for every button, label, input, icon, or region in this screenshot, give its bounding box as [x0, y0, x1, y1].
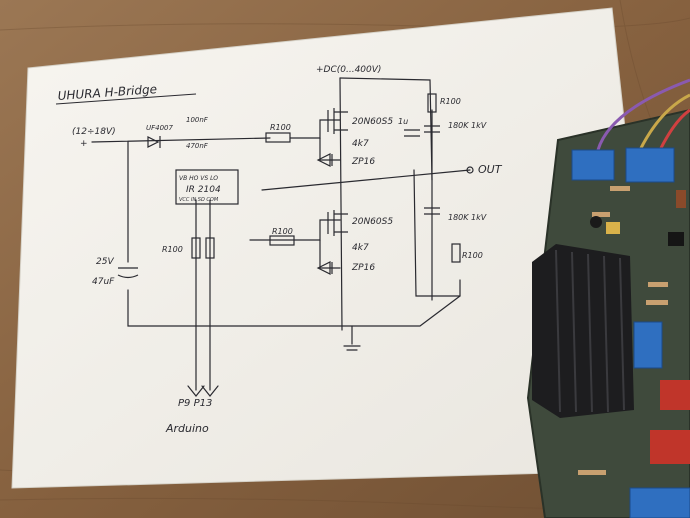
supply-label: +DC(0...400V): [316, 65, 381, 75]
ic-pins-top: VB HO VS LO: [179, 175, 218, 182]
schematic-title: UHURA H-Bridge: [57, 82, 157, 103]
cap-25v-label: 25V: [96, 257, 114, 267]
pcb-components: [578, 186, 690, 475]
mosfet-low: [327, 210, 348, 236]
zener-low-label: ZP16: [351, 263, 375, 273]
mosfet-high-label: 20N60S5: [352, 117, 393, 127]
mosfet-high: [327, 108, 348, 134]
r-in-label: R100: [162, 245, 183, 254]
input-plus-label: +: [80, 139, 88, 149]
input-voltage-label: (12÷18V): [72, 127, 116, 137]
title-underline: [55, 93, 197, 105]
mosfet-low-label: 20N60S5: [352, 217, 393, 227]
cap-boot2-label: 470nF: [186, 142, 209, 150]
terminal-block-top-left: [571, 149, 615, 181]
resistor-input-2: [205, 237, 215, 259]
r-180k-top-label: 180K 1kV: [448, 121, 487, 130]
resistor-top: [427, 93, 437, 113]
cap-47uf-label: 47uF: [92, 277, 115, 287]
cap-1u-label: 1u: [398, 117, 408, 126]
zener-high: [316, 153, 333, 167]
r-top-label: R100: [440, 97, 461, 106]
out-node: [466, 166, 474, 174]
terminal-block-bottom: [629, 487, 690, 518]
capacitor-1u: [404, 129, 420, 137]
ic-pins-bottom: VCC IN SD COM: [179, 197, 219, 203]
r-gate-low-label: R100: [272, 227, 293, 236]
ic-name: IR 2104: [186, 185, 221, 195]
zener-high-label: ZP16: [351, 157, 375, 167]
ic-ir2104: [175, 169, 239, 205]
r-low-label: 4k7: [352, 243, 369, 253]
arduino-pins-label: P9 P13: [178, 398, 212, 409]
schematic-labels: UHURA H-Bridge +DC(0...400V) (12÷18V) + …: [55, 65, 503, 435]
resistor-input: [191, 237, 201, 259]
cap-boot-label: 100nF: [186, 116, 209, 124]
zener-low: [316, 261, 333, 275]
resistor-gate-high: [265, 132, 291, 143]
r-bottom-label: R100: [462, 251, 483, 260]
schematic-components: [117, 93, 474, 279]
pcb-wires: [596, 78, 690, 151]
r-180k-bottom-label: 180K 1kV: [448, 213, 487, 222]
capacitor-47uf: [117, 267, 139, 279]
capacitor-180k-bottom: [424, 207, 440, 215]
resistor-bottom: [451, 243, 461, 263]
diode-uf4007: [147, 136, 161, 148]
resistor-gate-low: [269, 235, 295, 246]
out-label: OUT: [478, 163, 503, 176]
terminal-block-mid: [633, 321, 663, 369]
arduino-label: Arduino: [165, 422, 209, 435]
capacitor-180k-top: [424, 125, 440, 133]
terminal-block-top-right: [625, 147, 675, 183]
r-high-label: 4k7: [352, 139, 369, 149]
heatsink: [532, 244, 634, 418]
schematic-wires: [91, 77, 471, 397]
diode-label: UF4007: [146, 124, 174, 132]
r-gate-high-label: R100: [270, 123, 291, 132]
